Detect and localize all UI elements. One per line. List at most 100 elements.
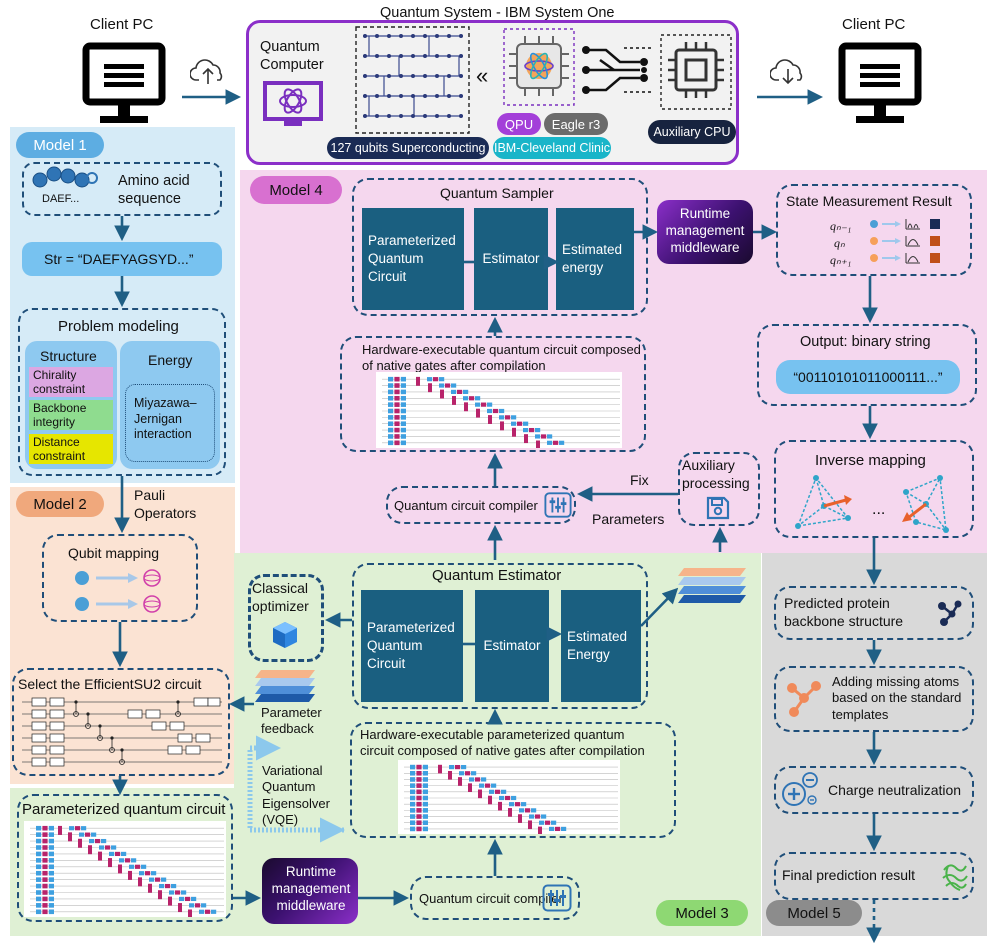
circuit-gate [475, 777, 481, 782]
circuit-gate [416, 783, 422, 788]
eagle-badge: Eagle r3 [544, 113, 608, 135]
circuit-gate [42, 851, 48, 857]
circuit-gate [471, 771, 477, 776]
mj-interaction: Miyazawa– Jernigan interaction [134, 396, 197, 442]
circuit-gate [48, 858, 54, 863]
circuit-gate [416, 808, 422, 813]
binary-string: “00110101011000111...” [776, 360, 960, 394]
vqe-label: Variational Quantum Eigensolver (VQE) [262, 763, 330, 827]
circuit-gate [211, 909, 217, 914]
circuit-gate [427, 377, 433, 382]
circuit-gate [485, 783, 491, 788]
save-icon [706, 496, 730, 520]
m3-param-circuit: Parameterized Quantum Circuit [361, 590, 463, 702]
angle-glyph: « [476, 63, 489, 88]
circuit-gate [416, 820, 422, 826]
efficient-su2-label: Select the EfficientSU2 circuit [18, 676, 202, 692]
m4-param-circuit: Parameterized Quantum Circuit [362, 208, 464, 310]
circuit-gate [500, 421, 504, 431]
circuit-gate [101, 838, 107, 844]
circuit-gate [410, 770, 416, 776]
circuit-gate [400, 434, 406, 439]
str-label: Str = “DAEFYAGSYD...” [44, 251, 194, 267]
charge-label: Charge neutralization [828, 782, 962, 798]
circuit-gate [36, 845, 42, 850]
circuit-gate [149, 877, 155, 882]
circuit-gate [410, 764, 416, 770]
circuit-gate [36, 896, 42, 902]
circuit-gate [439, 383, 445, 388]
circuit-gate [42, 864, 48, 870]
circuit-gate [48, 890, 54, 895]
aux-processing-box [678, 452, 760, 526]
inverse-mapping-icon [795, 475, 949, 533]
circuit-gate [451, 389, 457, 395]
circuit-gate [42, 845, 48, 850]
m4-estimated-energy: Estimated energy [556, 208, 634, 310]
charge-icon [782, 772, 818, 806]
circuit-gate [145, 871, 151, 876]
circuit-gate [394, 434, 400, 439]
circuit-gate [36, 832, 42, 837]
circuit-gate [531, 808, 537, 813]
circuit-gate [410, 820, 416, 826]
quantum-computer-icon [263, 81, 323, 126]
circuit-gate [36, 903, 42, 908]
circuit-gate [469, 777, 475, 782]
circuit-gate [523, 427, 529, 433]
param-qc-title: Parameterized quantum circuit [22, 801, 226, 818]
circuit-gate [394, 408, 400, 414]
circuit-gate [115, 851, 121, 857]
backbone-integrity: Backbone integrity [29, 400, 113, 430]
circuit-gate [394, 383, 400, 388]
circuit-gate [519, 808, 525, 813]
circuit-gate [178, 903, 182, 913]
classical-optimizer-label: Classical optimizer [252, 580, 309, 614]
circuit-gate [388, 421, 394, 427]
circuit-gate [416, 770, 422, 776]
circuit-gate [88, 845, 92, 855]
circuit-gate [48, 838, 54, 844]
circuit-gate [422, 801, 428, 807]
qubit-mapping-icon [75, 569, 161, 613]
circuit-gate [410, 783, 416, 788]
circuit-gate [416, 801, 422, 807]
adding-atoms-label: Adding missing atoms based on the standa… [832, 674, 962, 722]
m3-hw-box [350, 722, 676, 838]
circuit-gate [105, 845, 111, 850]
efficient-su2-circuit [22, 697, 222, 767]
circuit-gate [461, 764, 467, 770]
cloud-download-icon [770, 59, 803, 85]
state-measurement-title: State Measurement Result [786, 193, 952, 209]
circuit-gate [48, 845, 54, 850]
circuit-gate [36, 870, 42, 876]
circuit-gate [205, 909, 211, 914]
circuit-gate [535, 427, 541, 433]
circuit-gate [459, 771, 465, 776]
circuit-gate [148, 883, 152, 893]
circuit-gate [99, 845, 105, 850]
circuit-gate [135, 864, 141, 869]
circuit-gate [555, 826, 561, 832]
circuit-gate [42, 909, 48, 915]
qpu-chip-icon [503, 28, 575, 106]
inverse-ellipsis: ... [872, 501, 886, 518]
layers-icon [255, 670, 315, 702]
circuit-gate [48, 896, 54, 902]
m3-estimated-energy: Estimated Energy [561, 590, 641, 702]
circuit-gate [48, 909, 54, 915]
circuit-gate [121, 851, 127, 857]
circuit-gate [416, 795, 422, 801]
m4-estimator: Estimator [474, 208, 548, 310]
circuit-gate [428, 383, 432, 393]
amino-box [22, 162, 222, 216]
circuit-gate [455, 764, 461, 770]
circuit-gate [168, 896, 172, 906]
circuit-gate [119, 858, 125, 863]
circuit-gate [42, 870, 48, 876]
inverse-mapping-title: Inverse mapping [815, 452, 926, 469]
circuit-gate [521, 802, 527, 807]
circuit-gate [36, 890, 42, 895]
model1-badge: Model 1 [16, 132, 104, 158]
circuit-gate [400, 395, 406, 401]
